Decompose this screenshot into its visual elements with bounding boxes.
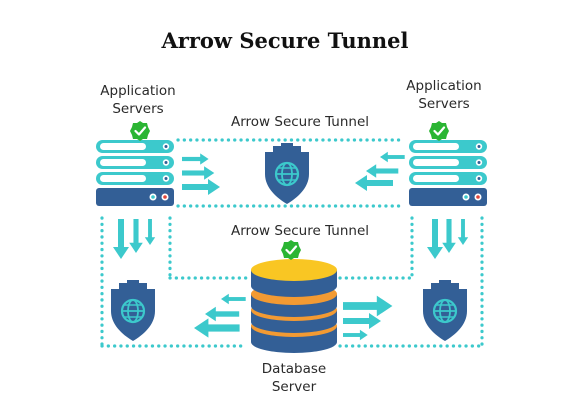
app-servers-left-line1: Application [100,83,176,99]
app-servers-right-line2: Servers [418,96,470,112]
diagram-title: Arrow Secure Tunnel [161,28,409,53]
server-rack-left-icon [96,140,174,206]
tunnel-paths [100,138,484,348]
app-servers-right-line1: Application [406,78,482,94]
shield-globe-top-icon [263,141,311,206]
database-line2: Server [271,379,317,395]
app-servers-left-label: Application Servers [88,82,188,118]
server-rack-right-icon [409,140,487,206]
shield-globe-right-icon [421,278,469,343]
arrows-down-right [427,219,469,259]
check-badge-right-icon [427,119,451,143]
database-server-label: Database Server [244,360,344,396]
arrows-top-left [182,153,220,195]
arrows-db-right [343,295,393,341]
arrows-down-left [113,219,156,259]
app-servers-right-label: Application Servers [394,77,494,113]
app-servers-left-line2: Servers [112,101,164,117]
check-badge-left-icon [128,119,152,143]
database-icon [251,259,337,353]
arrows-db-left [194,293,246,338]
check-badge-database-icon [279,238,303,262]
arrows-top-right [355,151,405,191]
tunnel-top-label: Arrow Secure Tunnel [230,114,370,130]
tunnel-middle-label: Arrow Secure Tunnel [230,223,370,239]
shield-globe-left-icon [109,278,157,343]
database-line1: Database [261,361,327,377]
